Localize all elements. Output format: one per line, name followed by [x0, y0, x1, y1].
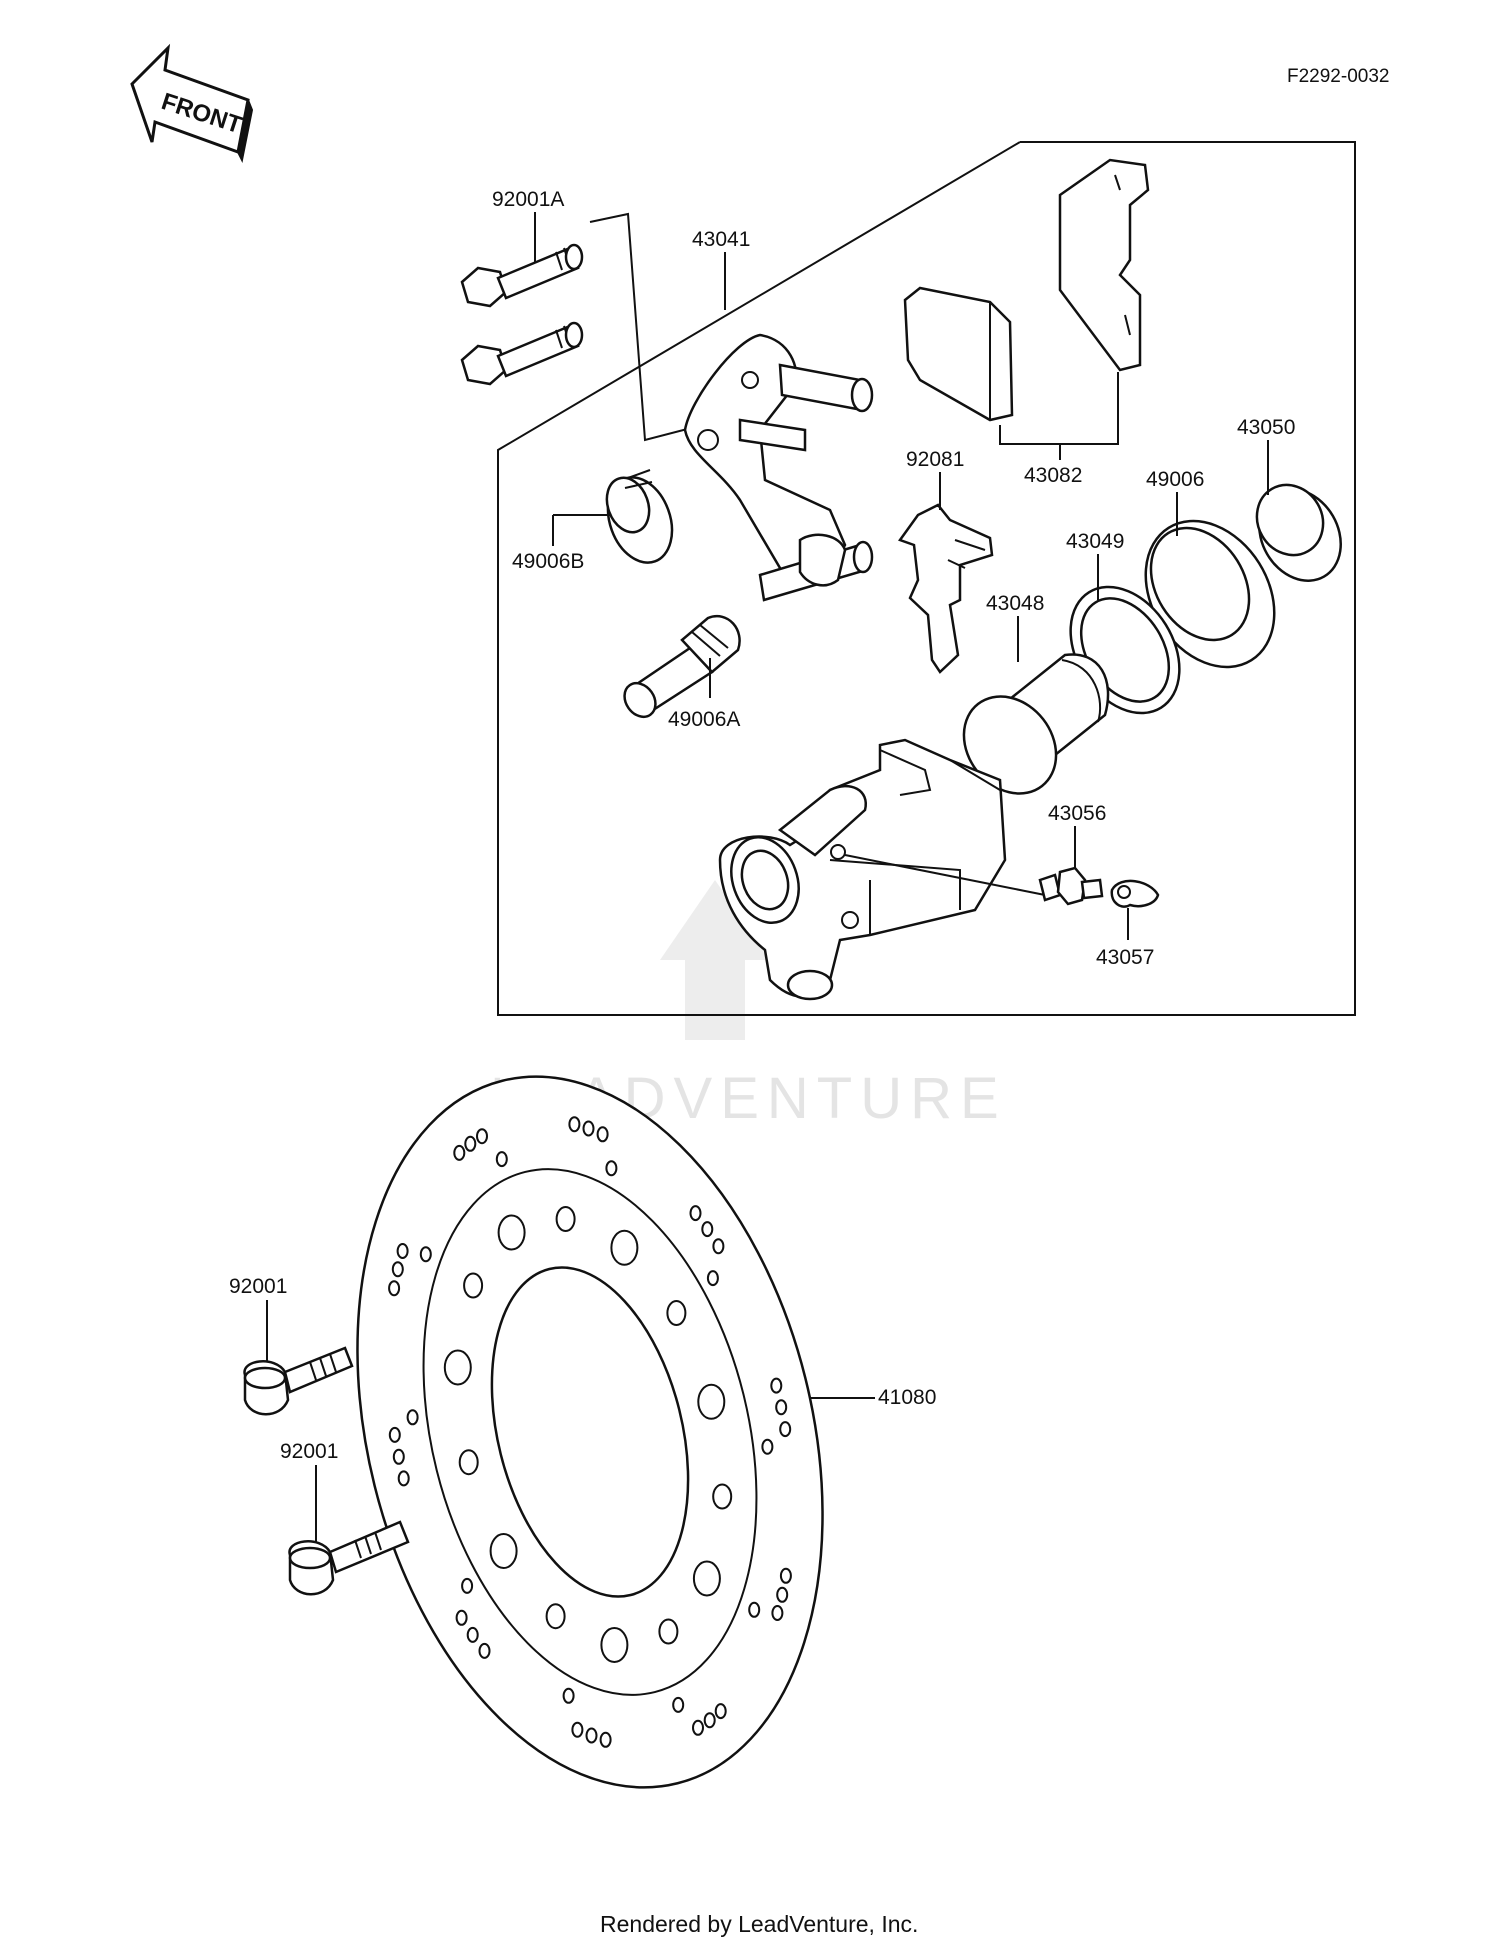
disc-vent-hole [495, 1151, 508, 1168]
label-43056: 43056 [1048, 802, 1106, 825]
disc-mount-hole [610, 1229, 639, 1266]
disc-vent-hole [672, 1696, 685, 1713]
seal-49006 [1144, 519, 1276, 669]
caliper-assembly-frame [497, 141, 1356, 1016]
disc-vent-hole [461, 1577, 474, 1594]
bleeder-valve-43056 [1038, 866, 1104, 906]
label-92001a: 92001A [492, 188, 564, 211]
label-49006a: 49006A [668, 708, 740, 731]
disc-mount-hole [555, 1206, 576, 1232]
caliper-body [718, 738, 1007, 1001]
cap-43050 [1255, 483, 1342, 582]
disc-vent-hole [712, 1238, 725, 1255]
disc-vent-hole [605, 1160, 618, 1177]
diagram-code: F2292-0032 [1287, 66, 1389, 87]
label-41080: 41080 [878, 1386, 936, 1409]
label-49006: 49006 [1146, 468, 1204, 491]
label-92001-upper: 92001 [229, 1275, 287, 1298]
disc-vent-hole [478, 1642, 491, 1659]
disc-vent-hole [571, 1721, 584, 1738]
pad-spring-92081 [898, 503, 994, 674]
disc-mount-hole [463, 1272, 484, 1299]
label-92081: 92081 [906, 448, 964, 471]
disc-vent-hole [464, 1135, 477, 1152]
caliper-bracket-43041 [683, 333, 874, 602]
disc-vent-hole [701, 1221, 714, 1238]
disc-vent-hole [562, 1687, 575, 1704]
disc-mount-hole [658, 1618, 679, 1645]
disc-vent-hole [714, 1703, 727, 1720]
disc-mount-hole [666, 1300, 687, 1326]
disc-mount-hole [497, 1214, 526, 1251]
front-arrow-icon: FRONT [130, 43, 254, 164]
label-43057: 43057 [1096, 946, 1154, 969]
rendered-by-footer: Rendered by LeadVenture, Inc. [600, 1911, 918, 1937]
bleeder-cap-43057 [1110, 879, 1160, 908]
boot-49006a [623, 615, 741, 719]
disc-mount-hole [697, 1383, 726, 1420]
disc-vent-hole [761, 1438, 774, 1455]
disc-vent-hole [455, 1609, 468, 1626]
disc-vent-hole [466, 1626, 479, 1643]
label-43048: 43048 [986, 592, 1044, 615]
disc-vent-hole [396, 1243, 409, 1259]
disc-vent-hole [748, 1601, 761, 1618]
label-43050: 43050 [1237, 416, 1295, 439]
disc-vent-hole [388, 1426, 401, 1443]
disc-vent-hole [771, 1605, 784, 1621]
disc-vent-hole [568, 1116, 581, 1133]
disc-vent-hole [775, 1399, 788, 1416]
label-92001-lower: 92001 [280, 1440, 338, 1463]
disc-vent-hole [476, 1128, 488, 1145]
disc-vent-hole [406, 1409, 419, 1426]
disc-bolt-92001-lower [288, 1520, 410, 1596]
disc-vent-hole [392, 1448, 405, 1465]
disc-vent-hole [391, 1261, 404, 1278]
disc-vent-hole [453, 1144, 466, 1161]
disc-vent-hole [692, 1719, 704, 1736]
piston-43048 [962, 653, 1110, 795]
disc-mount-hole [458, 1449, 479, 1476]
disc-vent-hole [585, 1727, 598, 1744]
brake-disc-41080 [356, 1075, 824, 1789]
disc-holes [388, 1116, 792, 1748]
label-43082: 43082 [1024, 464, 1082, 487]
disc-vent-hole [596, 1126, 609, 1143]
disc-bolt-92001-upper [243, 1346, 354, 1416]
disc-mount-hole [489, 1533, 518, 1569]
disc-vent-hole [397, 1470, 410, 1487]
disc-vent-hole [599, 1731, 612, 1748]
disc-mount-hole [600, 1627, 629, 1663]
disc-vent-hole [770, 1377, 783, 1394]
label-43049: 43049 [1066, 530, 1124, 553]
disc-vent-hole [388, 1280, 401, 1297]
disc-mount-hole [545, 1603, 566, 1630]
disc-vent-hole [779, 1421, 792, 1438]
disc-mount-hole [692, 1560, 721, 1597]
bolt-92001a-second [460, 321, 584, 386]
label-43041: 43041 [692, 228, 750, 251]
bolt-92001a [460, 243, 584, 308]
brake-pads-43082 [903, 158, 1150, 422]
disc-mount-hole [712, 1483, 733, 1510]
disc-vent-hole [776, 1586, 789, 1603]
disc-vent-hole [582, 1120, 595, 1137]
disc-vent-hole [703, 1712, 716, 1729]
disc-vent-hole [706, 1270, 719, 1287]
label-49006b: 49006B [512, 550, 584, 573]
disc-vent-hole [779, 1567, 792, 1584]
disc-mount-hole [443, 1349, 472, 1386]
boot-49006b [605, 469, 674, 564]
disc-vent-hole [689, 1205, 702, 1222]
disc-vent-hole [419, 1246, 432, 1263]
